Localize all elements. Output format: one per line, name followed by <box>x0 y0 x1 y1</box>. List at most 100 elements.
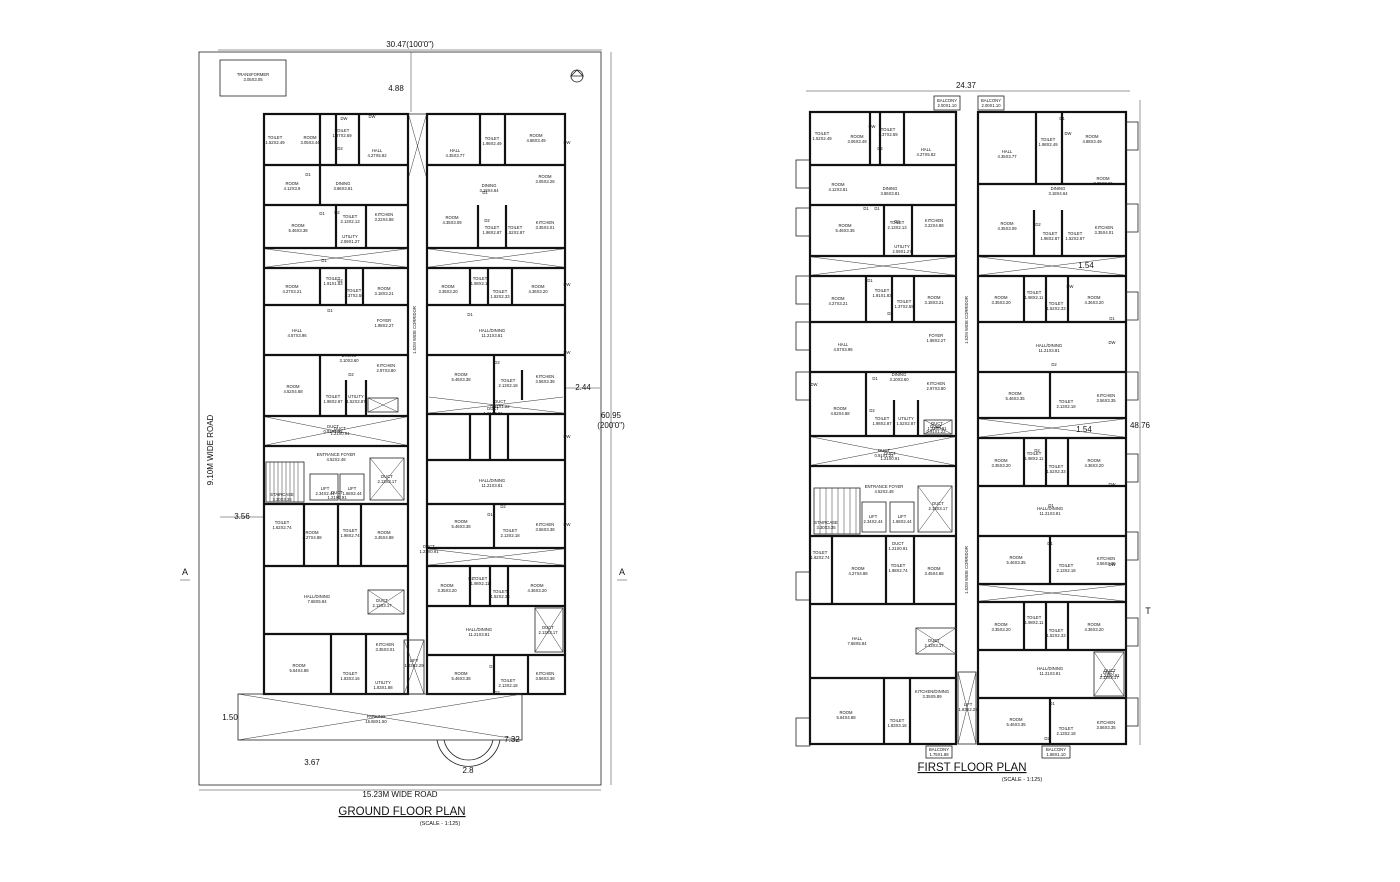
duct-entrance <box>369 457 405 501</box>
first-room-size: 1.21X0.91 <box>888 546 908 551</box>
first-room-size: 3.56X3.35 <box>1096 561 1116 566</box>
ground-room-size: 3.56X3.38 <box>535 527 555 532</box>
svg-text:BALCONY: BALCONY <box>1046 747 1066 752</box>
first-room-size: 1.21X0.91 <box>927 426 947 431</box>
transformer-box <box>219 59 287 97</box>
first-room-size: 3.35X5.89 <box>922 694 942 699</box>
ground-room-label: ROOM <box>377 286 391 291</box>
ground-room-size: 1.52X2.33 <box>490 594 510 599</box>
first-room-label: ROOM <box>1087 295 1101 300</box>
first-room-label: ROOM <box>838 223 852 228</box>
first-room-label: KITCHEN <box>927 381 945 386</box>
first-room-label: HALL/DINING <box>1037 506 1063 511</box>
first-room-label: DUCT <box>1103 670 1115 675</box>
ground-room-label: TOILET <box>326 276 341 281</box>
first-door-tag: D2 <box>1035 222 1041 227</box>
first-room-size: 3.56X3.35 <box>1096 398 1116 403</box>
ground-room-size: 4.27X5.82 <box>367 153 387 158</box>
ground-room-size: 3.18X3.21 <box>374 291 394 296</box>
ground-room-label: UTILITY <box>375 680 391 685</box>
ground-room-size: 2.13X3.17 <box>372 603 392 608</box>
first-room-size: 1.52X2.49 <box>812 136 832 141</box>
first-door-tag: D2 <box>877 146 883 151</box>
ground-room-size: 5.64X4.88 <box>289 668 309 673</box>
first-room-label: KITCHEN/DINING <box>915 689 949 694</box>
road-bottom-label: 15.23M WIDE ROAD <box>362 790 437 799</box>
ground-room-size: 3.56X3.38 <box>535 379 555 384</box>
first-door-tag: D1 <box>1049 701 1055 706</box>
first-room-size: 1.52X2.87 <box>1065 236 1085 241</box>
ground-room-size: 1.37X2.59 <box>332 133 352 138</box>
first-room-size: 4.52X4.68 <box>830 411 850 416</box>
ground-room-label: KITCHEN <box>376 642 394 647</box>
first-room-size: 1.52X2.87 <box>896 421 916 426</box>
first-room-label: TOILET <box>875 288 890 293</box>
first-room-label: TOILET <box>815 131 830 136</box>
section-a-left: A <box>182 567 188 577</box>
first-room-size: 1.52X2.33 <box>1046 306 1066 311</box>
first-room-size: 2.13X2.18 <box>1056 404 1076 409</box>
parking-canopy <box>237 693 523 741</box>
ground-door-tag: D1 <box>489 664 495 669</box>
ground-room-label: DUCT <box>381 474 393 479</box>
first-room-label: TOILET <box>1068 231 1083 236</box>
first-room-size: 4.27X4.88 <box>848 571 868 576</box>
ground-door-tag: D2 <box>348 372 354 377</box>
ground-room-size: 1.68X2.44 <box>342 491 362 496</box>
first-room-size: 4.27X3.21 <box>828 301 848 306</box>
ground-room-label: KITCHEN <box>377 363 395 368</box>
ground-room-label: TOILET <box>343 671 358 676</box>
svg-text:BALCONY: BALCONY <box>937 98 957 103</box>
ground-room-label: TOILET <box>501 378 516 383</box>
curved-entrance <box>436 739 501 767</box>
first-room-size: 1.37X2.59 <box>894 304 914 309</box>
first-room-size: 11.21X3.81 <box>1039 671 1061 676</box>
first-room-size: 1.98X2.87 <box>872 421 892 426</box>
first-room-label: TOILET <box>1059 726 1074 731</box>
ground-room-size: 2.34X2.44 <box>315 491 335 496</box>
first-room-label: TOILET <box>897 299 912 304</box>
ground-room-label: HALL/DINING <box>466 627 492 632</box>
first-room-size: 3.30X3.35 <box>816 525 836 530</box>
dim-gap-top: 4.88 <box>388 84 404 93</box>
first-room-size: 5.46X3.35 <box>1006 722 1026 727</box>
first-room-label: TOILET <box>1043 231 1058 236</box>
ground-room-size: 15.68X1.50 <box>365 719 387 724</box>
ground-room-label: DUCT <box>331 490 343 495</box>
ground-room-size: 2.13X2.18 <box>500 533 520 538</box>
ground-room-size: 5.46X3.38 <box>288 228 308 233</box>
ground-room-size: 2.13X3.17 <box>538 630 558 635</box>
ground-room-label: ROOM <box>305 530 319 535</box>
svg-text:3.05X3.05: 3.05X3.05 <box>243 77 263 82</box>
first-room-label: ROOM <box>994 295 1008 300</box>
first-room-size: 7.68X5.84 <box>847 641 867 646</box>
first-room-size: 3.86X3.81 <box>880 191 900 196</box>
first-room-label: DINING <box>883 186 898 191</box>
first-room-size: 1.52X2.33 <box>1046 633 1066 638</box>
first-room-size: 1.91X1.83 <box>872 293 892 298</box>
dim-left-set: 3.56 <box>234 512 250 521</box>
dim-top: 30.47(100'0") <box>386 40 434 49</box>
first-room-size: 3.45X4.88 <box>924 571 944 576</box>
first-door-tag: DW <box>1065 131 1072 136</box>
first-door-tag: DW <box>1109 562 1116 567</box>
ground-door-tag: D1 <box>321 258 327 263</box>
first-room-label: ROOM <box>831 296 845 301</box>
first-room-size: 3.10X3.60 <box>889 377 909 382</box>
ground-room-size: 2.97X3.80 <box>376 368 396 373</box>
ground-room-label: FOYER <box>377 318 391 323</box>
ground-room-label: DUCT <box>487 406 499 411</box>
corridor-label: 1.52M WIDE CORRIDOR <box>412 306 417 354</box>
first-room-label: HALL/DINING <box>1036 343 1062 348</box>
first-room-size: 4.52X2.48 <box>874 489 894 494</box>
first-room-label: KITCHEN <box>925 218 943 223</box>
ground-room-label: LIFT <box>410 658 419 663</box>
ground-door-tag: DW <box>564 350 571 355</box>
ground-room-size: 1.52X2.87 <box>346 399 366 404</box>
ground-room-label: TOILET <box>473 576 488 581</box>
ground-room-size: 4.52X4.68 <box>283 389 303 394</box>
ground-room-size: 1.98X2.74 <box>340 533 360 538</box>
first-room-label: LIFT <box>964 702 973 707</box>
